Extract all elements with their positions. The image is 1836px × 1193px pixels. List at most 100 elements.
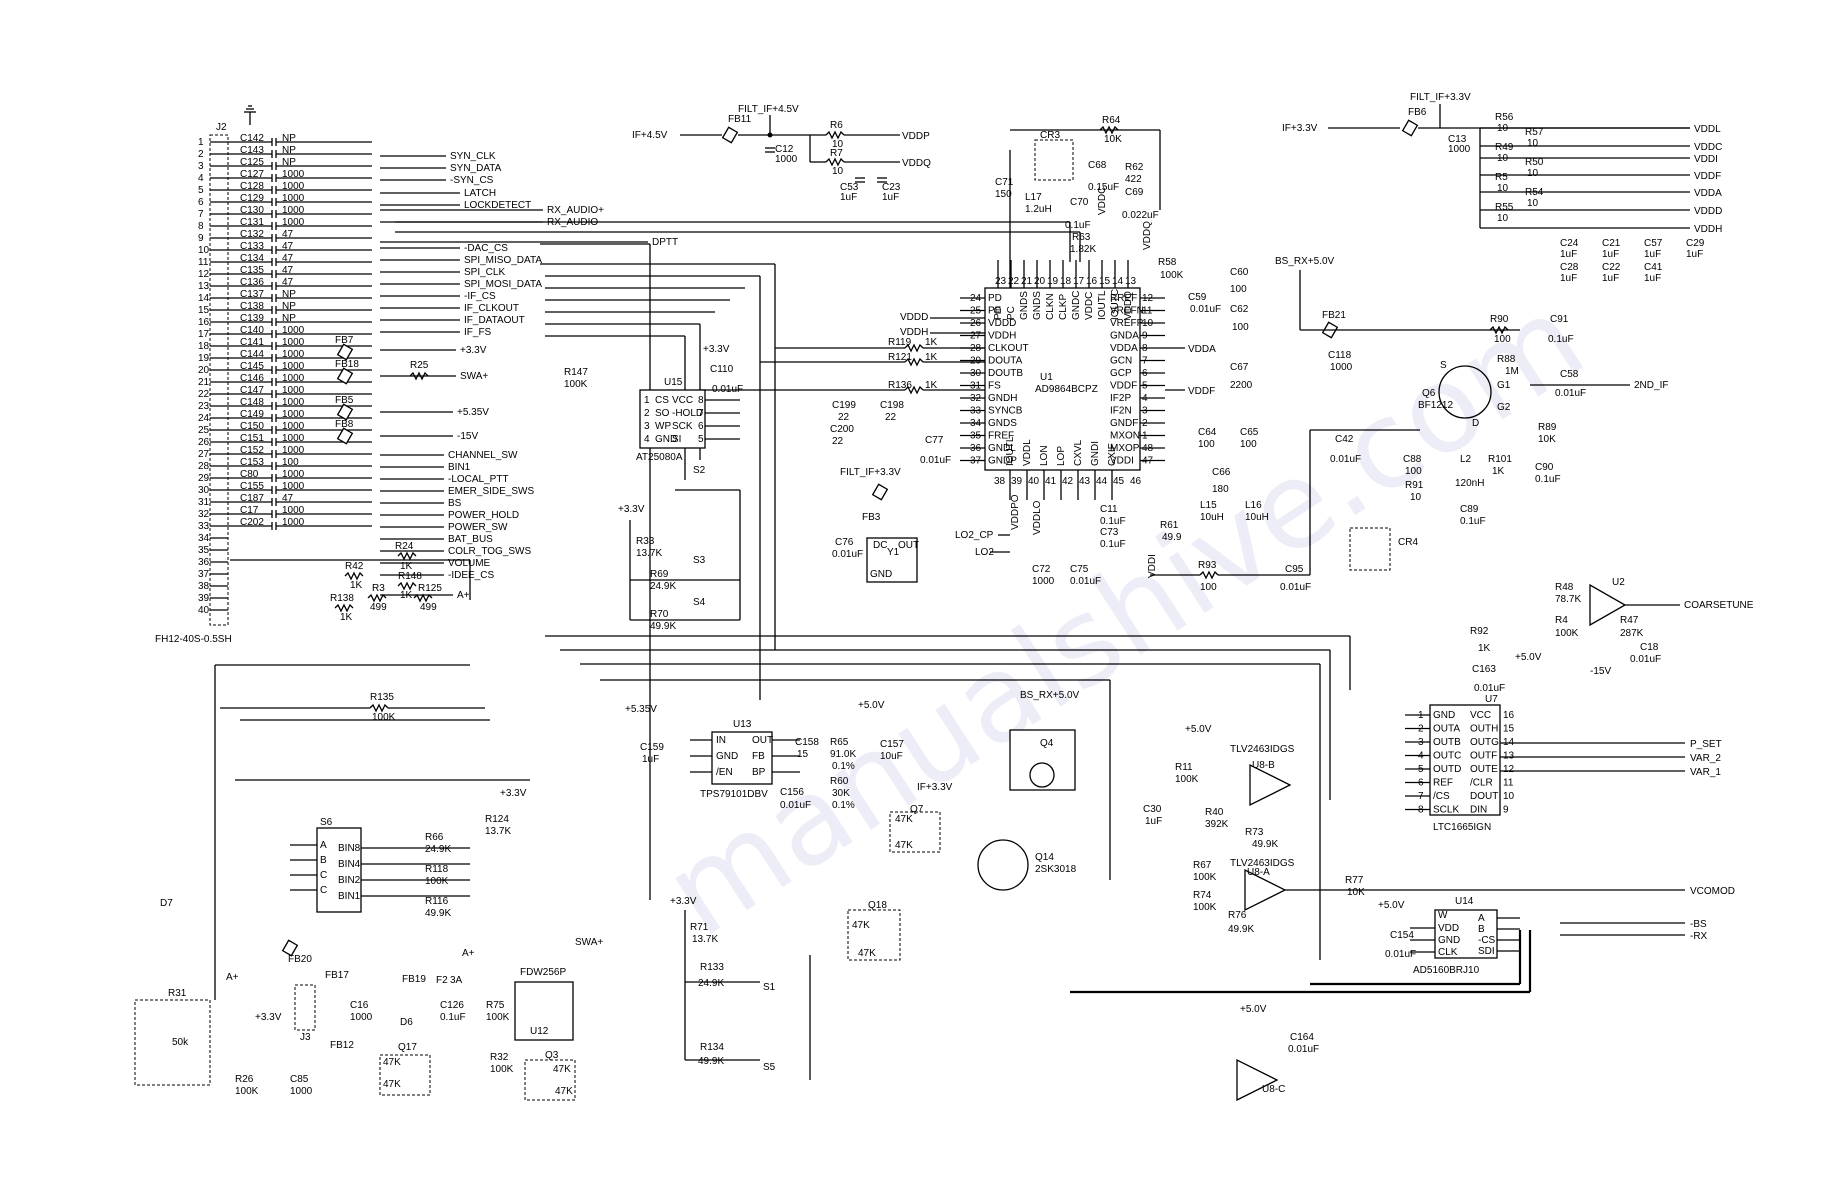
j2-pin-number: 24 bbox=[198, 413, 210, 424]
rail-res-ref: R50 bbox=[1525, 157, 1544, 168]
svg-text:FB12: FB12 bbox=[330, 1040, 354, 1051]
svg-text:3A: 3A bbox=[450, 975, 463, 986]
u15-pin-name: -HOLD bbox=[672, 408, 703, 419]
signal-label: LATCH bbox=[464, 188, 496, 199]
j2-cap-value: 1000 bbox=[282, 481, 305, 492]
svg-text:C89: C89 bbox=[1460, 504, 1479, 515]
u15-pin-name: GND bbox=[655, 434, 677, 445]
j2-cap-ref: C147 bbox=[240, 385, 264, 396]
rail-output: VDDC bbox=[1694, 142, 1722, 153]
svg-text:100: 100 bbox=[1230, 284, 1247, 295]
svg-text:R6: R6 bbox=[830, 120, 843, 131]
rail-output: VDDL bbox=[1694, 124, 1721, 135]
u7-pin-name: VCC bbox=[1470, 710, 1491, 721]
j2-cap-value: 1000 bbox=[282, 181, 305, 192]
u1-pin-name: VDDQ bbox=[1123, 291, 1134, 320]
u15-pin-name: SI bbox=[672, 434, 681, 445]
svg-text:+3.3V: +3.3V bbox=[703, 344, 730, 355]
svg-text:Q4: Q4 bbox=[1040, 738, 1054, 749]
svg-text:C42: C42 bbox=[1335, 434, 1354, 445]
svg-text:R69: R69 bbox=[650, 569, 669, 580]
signal-label: CHANNEL_SW bbox=[448, 450, 518, 461]
svg-text:S1: S1 bbox=[763, 982, 776, 993]
svg-text:FILT_IF+3.3V: FILT_IF+3.3V bbox=[1410, 92, 1471, 103]
u1-pin-name: GNDH bbox=[988, 393, 1017, 404]
svg-text:+5.35V: +5.35V bbox=[625, 704, 657, 715]
j2-part: FH12-40S-0.5SH bbox=[155, 634, 232, 645]
j2-pin-number: 3 bbox=[198, 161, 204, 172]
rail-res-ref: R56 bbox=[1495, 112, 1514, 123]
svg-text:GND: GND bbox=[870, 569, 892, 580]
svg-text:49.9K: 49.9K bbox=[1252, 839, 1278, 850]
svg-text:S: S bbox=[1440, 360, 1447, 371]
svg-text:C72: C72 bbox=[1032, 564, 1051, 575]
svg-text:Q18: Q18 bbox=[868, 900, 887, 911]
u1-pin-number: 44 bbox=[1096, 476, 1108, 487]
svg-text:+5.0V: +5.0V bbox=[1515, 652, 1542, 663]
j2-cap-value: 1000 bbox=[282, 325, 305, 336]
svg-text:R65: R65 bbox=[830, 737, 849, 748]
rail-cap-ref: C57 bbox=[1644, 238, 1663, 249]
svg-text:22: 22 bbox=[838, 412, 850, 423]
u1-pin-number: 39 bbox=[1011, 476, 1023, 487]
svg-text:0.01uF: 0.01uF bbox=[780, 800, 811, 811]
rail-res-value: 10 bbox=[1527, 168, 1539, 179]
svg-text:AD9864BCPZ: AD9864BCPZ bbox=[1035, 384, 1098, 395]
svg-text:1M: 1M bbox=[1505, 366, 1519, 377]
j2-cap-ref: C148 bbox=[240, 397, 264, 408]
signal-label: SYN_DATA bbox=[450, 163, 502, 174]
rail-cap-ref: C29 bbox=[1686, 238, 1705, 249]
svg-text:FB5: FB5 bbox=[335, 395, 354, 406]
svg-text:100K: 100K bbox=[564, 379, 588, 390]
svg-text:0.01uF: 0.01uF bbox=[1330, 454, 1361, 465]
svg-text:0.01uF: 0.01uF bbox=[1070, 576, 1101, 587]
svg-text:VDDA: VDDA bbox=[1188, 344, 1216, 355]
j2-pin-number: 19 bbox=[198, 353, 210, 364]
u1-pin-name: LON bbox=[1039, 445, 1050, 466]
svg-text:R26: R26 bbox=[235, 1074, 254, 1085]
j2-pin-number: 11 bbox=[198, 257, 209, 268]
j2-pin-number: 16 bbox=[198, 317, 210, 328]
rail-cap-ref: C24 bbox=[1560, 238, 1579, 249]
j2-pin-number: 17 bbox=[198, 329, 210, 340]
svg-text:49.9K: 49.9K bbox=[650, 621, 676, 632]
rail-res-ref: R49 bbox=[1495, 142, 1514, 153]
svg-text:TPS79101DBV: TPS79101DBV bbox=[700, 789, 768, 800]
svg-text:R148: R148 bbox=[398, 571, 422, 582]
rail-cap-value: 1uF bbox=[1602, 249, 1619, 260]
svg-text:L15: L15 bbox=[1200, 500, 1217, 511]
j2-pin-number: 10 bbox=[198, 245, 210, 256]
svg-text:47K: 47K bbox=[852, 920, 870, 931]
signal-label: BAT_BUS bbox=[448, 534, 493, 545]
u1-pin-name: CLKP bbox=[1058, 294, 1069, 320]
j2-pin-number: 1 bbox=[198, 137, 204, 148]
svg-text:100K: 100K bbox=[372, 712, 396, 723]
u1-pin-name: GNDP bbox=[988, 456, 1017, 467]
u7-pin-name: OUTF bbox=[1470, 751, 1497, 762]
svg-text:S6: S6 bbox=[320, 817, 333, 828]
svg-text:30K: 30K bbox=[832, 788, 850, 799]
j2-cap-value: 1000 bbox=[282, 373, 305, 384]
svg-text:C159: C159 bbox=[640, 742, 664, 753]
svg-text:392K: 392K bbox=[1205, 819, 1229, 830]
svg-text:287K: 287K bbox=[1620, 628, 1644, 639]
svg-text:R32: R32 bbox=[490, 1052, 509, 1063]
svg-text:FB11: FB11 bbox=[728, 114, 752, 125]
svg-text:R73: R73 bbox=[1245, 827, 1264, 838]
j2-cap-ref: C142 bbox=[240, 133, 264, 144]
svg-text:A+: A+ bbox=[226, 972, 239, 983]
j2-cap-ref: C141 bbox=[240, 337, 264, 348]
svg-text:SWA+: SWA+ bbox=[575, 937, 603, 948]
u7-dac: U7 LTC1665IGN GND1OUTA2OUTB3OUTC4OUTD5RE… bbox=[1405, 694, 1722, 833]
u1-ad9864: U1 AD9864BCPZ PD24PE25VDDD26VDDH27CLKOUT… bbox=[960, 260, 1165, 500]
svg-text:L2: L2 bbox=[1460, 454, 1472, 465]
svg-text:1000: 1000 bbox=[1330, 362, 1353, 373]
s6-pin-name: BIN1 bbox=[338, 891, 361, 902]
